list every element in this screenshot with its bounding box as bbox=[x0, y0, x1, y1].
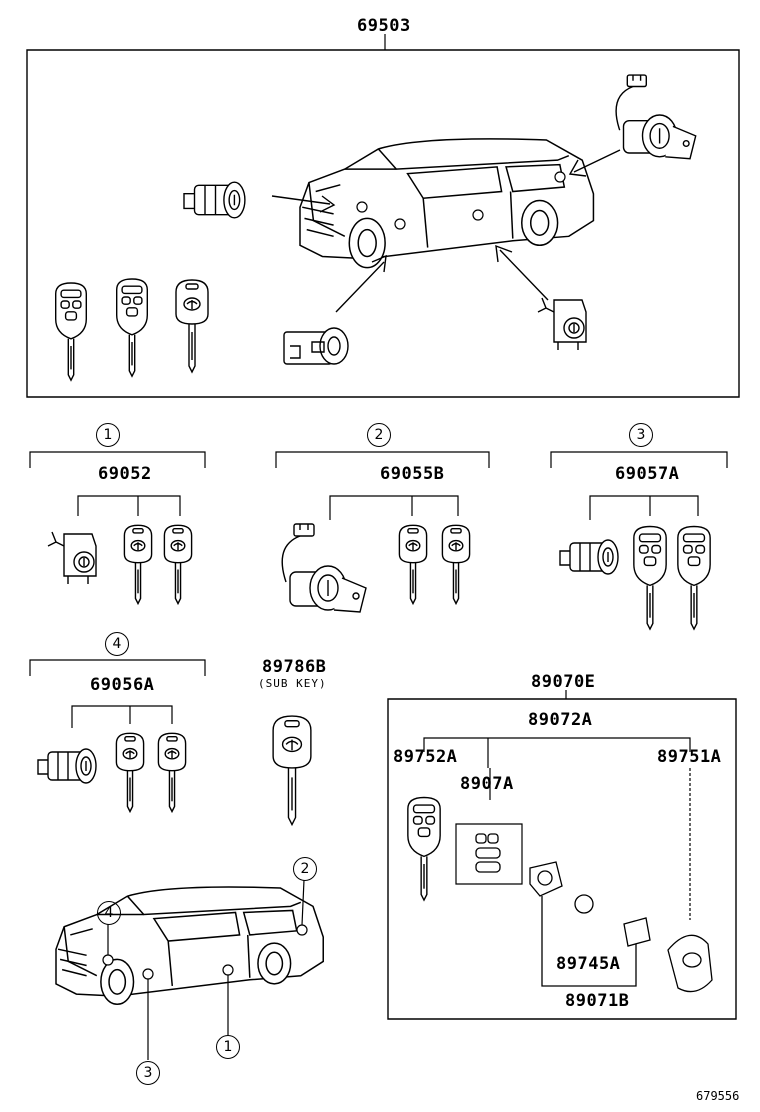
callout-3-locator: 3 bbox=[136, 1061, 160, 1085]
main-set-group bbox=[27, 34, 739, 397]
callout-4-set: 4 bbox=[105, 632, 129, 656]
sub-key-note: (SUB KEY) bbox=[258, 677, 327, 690]
callout-4-locator: 4 bbox=[97, 901, 121, 925]
part-number-set-4: 69056A bbox=[90, 675, 155, 695]
part-number-set-2: 69055B bbox=[380, 464, 445, 484]
part-number-remote: 89751A bbox=[657, 747, 722, 767]
part-number-button-pad: 8907A bbox=[460, 774, 514, 794]
part-number-set-3: 69057A bbox=[615, 464, 680, 484]
part-number-transmitter-sub: 89072A bbox=[528, 710, 593, 730]
diagram-id: 679556 bbox=[696, 1089, 740, 1103]
callout-2-locator: 2 bbox=[293, 857, 317, 881]
part-number-case: 89071B bbox=[565, 991, 630, 1011]
part-number-set-1: 69052 bbox=[98, 464, 152, 484]
transmitter-group bbox=[388, 690, 736, 1019]
set-2-group bbox=[276, 452, 489, 520]
vehicle-illustration-main bbox=[299, 138, 595, 269]
callout-1-locator: 1 bbox=[216, 1035, 240, 1059]
part-number-transmitter-assy: 89070E bbox=[531, 672, 596, 692]
callout-2-set: 2 bbox=[367, 423, 391, 447]
set-3-group bbox=[551, 452, 727, 520]
sub-key-illustration bbox=[272, 715, 312, 826]
part-number-sub-key: 89786B bbox=[262, 657, 327, 677]
part-number-battery: 89745A bbox=[556, 954, 621, 974]
part-number-key-blank: 89752A bbox=[393, 747, 458, 767]
callout-3-set: 3 bbox=[629, 423, 653, 447]
set-4-group bbox=[30, 660, 205, 728]
set-1-group bbox=[30, 452, 205, 516]
vehicle-illustration-locator bbox=[55, 886, 325, 1006]
part-number-main-set: 69503 bbox=[357, 16, 411, 36]
callout-1-set: 1 bbox=[96, 423, 120, 447]
